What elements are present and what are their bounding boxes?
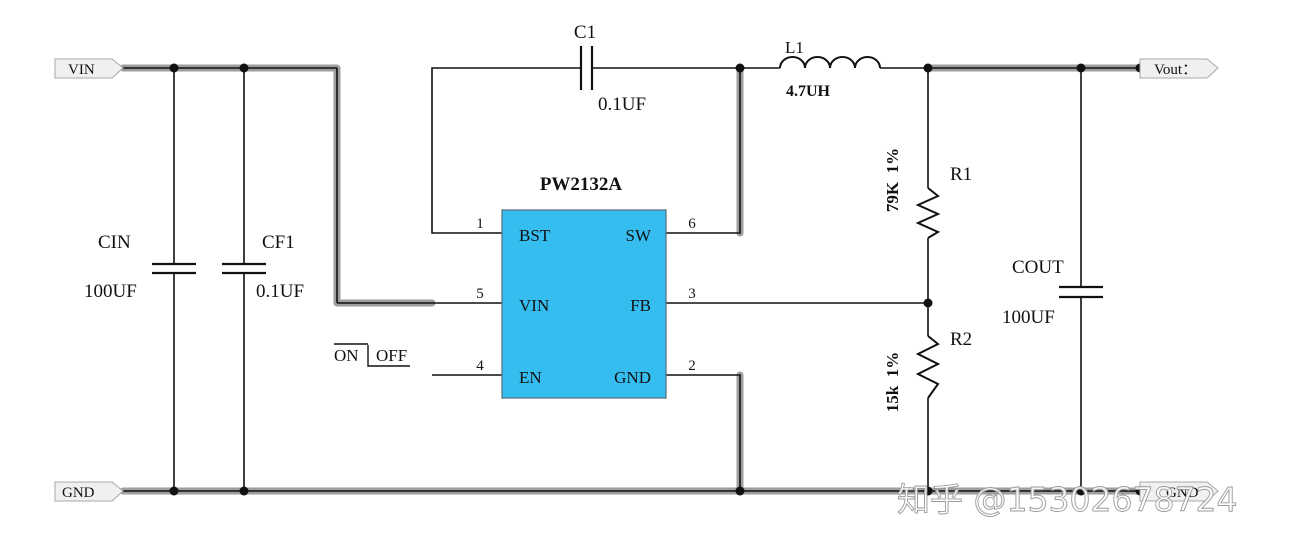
pin-number-vin: 5 [476, 286, 484, 302]
watermark: 知乎 @15302678724 [897, 480, 1237, 519]
port-vout-label: Vout： [1154, 62, 1197, 78]
vin-power-trace [119, 64, 436, 307]
cout-ref: COUT [1012, 257, 1064, 278]
port-vin: VIN [54, 58, 124, 79]
resistor-r2-symbol [915, 335, 941, 399]
pin-label-bst: BST [519, 226, 551, 245]
r2-value: 15k 1% [883, 352, 902, 412]
c1-ref: C1 [574, 22, 596, 43]
pin-number-en: 4 [476, 358, 484, 374]
wires [123, 67, 1140, 492]
ic-name: PW2132A [540, 174, 623, 195]
inductor-l1-symbol [779, 56, 881, 69]
cin-value: 100UF [84, 281, 137, 302]
cin-ref: CIN [98, 232, 131, 253]
port-gnd-left-label: GND [62, 485, 95, 501]
l1-ref: L1 [785, 38, 804, 57]
r1-ref: R1 [950, 164, 972, 185]
pin-label-fb: FB [630, 296, 651, 315]
switch-on-label: ON [334, 346, 359, 365]
port-vin-label: VIN [68, 62, 95, 78]
port-gnd-left: GND [54, 481, 124, 502]
switch-off-label: OFF [376, 346, 407, 365]
pin-number-gnd: 2 [688, 358, 696, 374]
pin-label-en: EN [519, 368, 542, 387]
capacitor-cin-symbol [152, 262, 196, 275]
pin-label-gnd: GND [614, 368, 651, 387]
port-vout: Vout： [1139, 58, 1219, 79]
ic-body [501, 209, 667, 399]
enable-switch-label: ON OFF [334, 343, 410, 367]
r2-ref: R2 [950, 329, 972, 350]
pin-number-fb: 3 [688, 286, 696, 302]
l1-value: 4.7UH [786, 83, 831, 100]
capacitor-cf1-symbol [222, 262, 266, 275]
pin-number-sw: 6 [688, 216, 696, 232]
pin-number-bst: 1 [476, 216, 484, 232]
r1-value: 79K 1% [883, 148, 902, 212]
port-gnd-right-label: GND [1166, 485, 1199, 501]
capacitor-cout-symbol [1059, 285, 1103, 299]
cout-value: 100UF [1002, 307, 1055, 328]
capacitor-c1-symbol [579, 46, 594, 90]
pin-label-sw: SW [626, 226, 652, 245]
port-gnd-right: GND [1139, 481, 1219, 502]
cf1-value: 0.1UF [256, 281, 304, 302]
c1-value: 0.1UF [598, 94, 646, 115]
cf1-ref: CF1 [262, 232, 295, 253]
resistor-r1-symbol [915, 187, 941, 239]
pin-label-vin: VIN [519, 296, 549, 315]
